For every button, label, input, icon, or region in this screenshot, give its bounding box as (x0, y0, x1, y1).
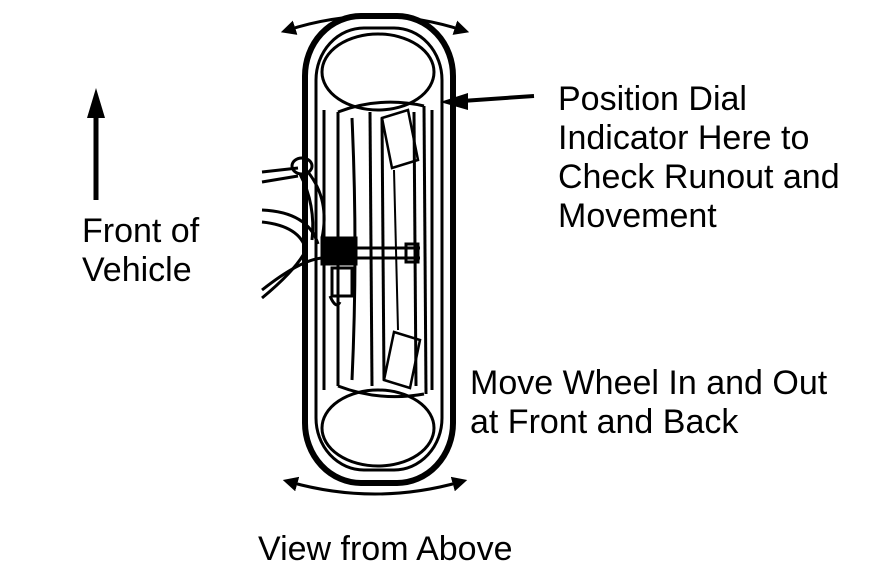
dial-indicator-line-2: Indicator Here to (558, 119, 810, 157)
dial-indicator-line-1: Position Dial (558, 80, 747, 118)
dial-indicator-line-4: Movement (558, 197, 717, 235)
dial-position-arrow (440, 93, 535, 110)
suspension-linkage (261, 156, 342, 307)
front-direction-arrow (87, 88, 105, 200)
move-wheel-line-2: at Front and Back (470, 403, 739, 441)
front-of-vehicle-label: Front of Vehicle (82, 212, 199, 290)
bottom-rotation-arc (282, 476, 468, 496)
move-wheel-line-1: Move Wheel In and Out (470, 364, 828, 402)
front-of-vehicle-line-1: Front of (82, 212, 200, 250)
dial-indicator-line-3: Check Runout and (558, 158, 840, 196)
move-wheel-label: Move Wheel In and Out at Front and Back (470, 364, 827, 442)
front-of-vehicle-line-2: Vehicle (82, 251, 192, 289)
hub-assembly (320, 236, 420, 298)
view-caption: View from Above (258, 530, 513, 568)
dial-indicator-label: Position Dial Indicator Here to Check Ru… (558, 80, 840, 236)
